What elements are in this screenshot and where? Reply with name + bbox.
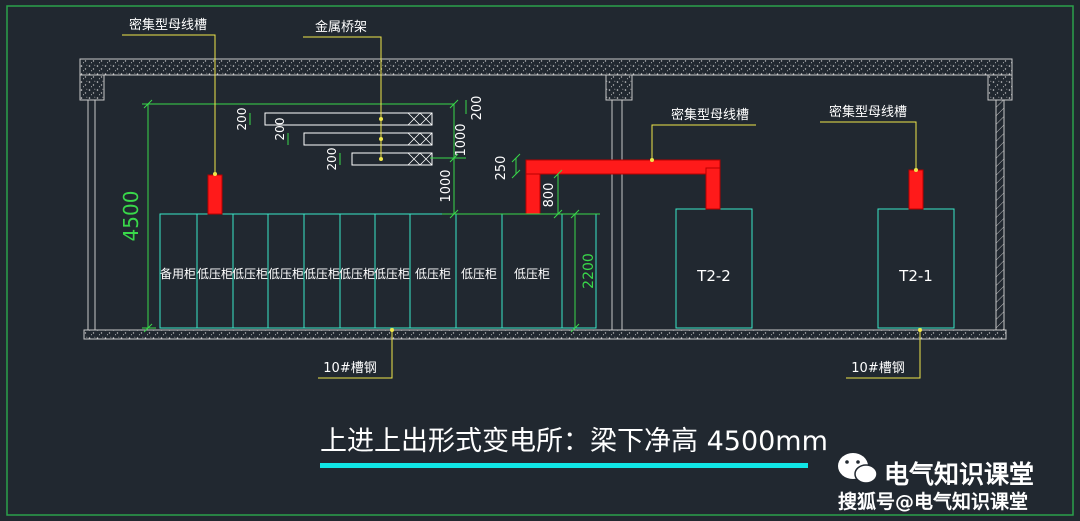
dim-200-c: 200 <box>325 148 339 171</box>
dim-200-a: 200 <box>235 108 249 131</box>
dim-800: 800 <box>542 183 557 208</box>
label-channel-right: 10#槽钢 <box>851 361 904 376</box>
beam-right <box>987 74 1013 101</box>
transformer-t2-2-label: T2-2 <box>696 267 731 285</box>
label-channel-left: 10#槽钢 <box>323 361 376 376</box>
beam-middle <box>605 74 633 101</box>
cabinet-label: 低压柜 <box>514 267 550 281</box>
cabinet-label: 低压柜 <box>461 267 497 281</box>
drawing-title: 上进上出形式变电所：梁下净高 4500mm <box>320 426 828 457</box>
busbars <box>207 159 924 215</box>
leader-lines <box>122 34 921 379</box>
cabinet-label: 低压柜 <box>268 267 304 281</box>
cabinet-label: 低压柜 <box>197 267 233 281</box>
floor-slab <box>83 329 1007 340</box>
dim-250: 250 <box>494 156 509 181</box>
busbar-mid-riser-b <box>705 167 721 210</box>
cabinet-label: 低压柜 <box>415 267 451 281</box>
cabinet-label: 低压柜 <box>374 267 410 281</box>
title-underline <box>320 463 808 468</box>
beam-left <box>79 74 105 101</box>
busbar-right-riser <box>908 169 924 210</box>
dimension-lines <box>142 99 600 333</box>
label-tray: 金属桥架 <box>315 19 367 35</box>
dim-total-height: 4500 <box>119 191 143 242</box>
busbar-left-riser <box>207 174 223 215</box>
dim-200-b: 200 <box>273 118 287 141</box>
label-busway-right: 密集型母线槽 <box>829 104 907 120</box>
ceiling-slab <box>79 58 1013 101</box>
dim-cabinet-height: 2200 <box>581 253 597 289</box>
label-busway-mid: 密集型母线槽 <box>671 107 749 123</box>
dim-1000-b: 1000 <box>439 169 454 202</box>
watermark-handle: 搜狐号@电气知识课堂 <box>838 491 1029 513</box>
cabinet-label: 低压柜 <box>232 267 268 281</box>
dim-1000-a: 1000 <box>454 123 469 156</box>
drawing-frame <box>6 5 1074 516</box>
cable-trays <box>264 112 433 166</box>
wechat-icon <box>838 453 878 484</box>
cabinet-label: 低压柜 <box>304 267 340 281</box>
busbar-mid-horizontal <box>525 159 721 175</box>
label-busway-left: 密集型母线槽 <box>129 17 207 33</box>
walls <box>87 99 1005 331</box>
cabinet-spare-label: 备用柜 <box>160 267 196 281</box>
dim-200-right: 200 <box>470 96 485 121</box>
leader-dots <box>213 117 922 332</box>
cabinet-label: 低压柜 <box>339 267 375 281</box>
watermark-title: 电气知识课堂 <box>884 460 1035 489</box>
transformer-t2-1-label: T2-1 <box>898 267 933 285</box>
